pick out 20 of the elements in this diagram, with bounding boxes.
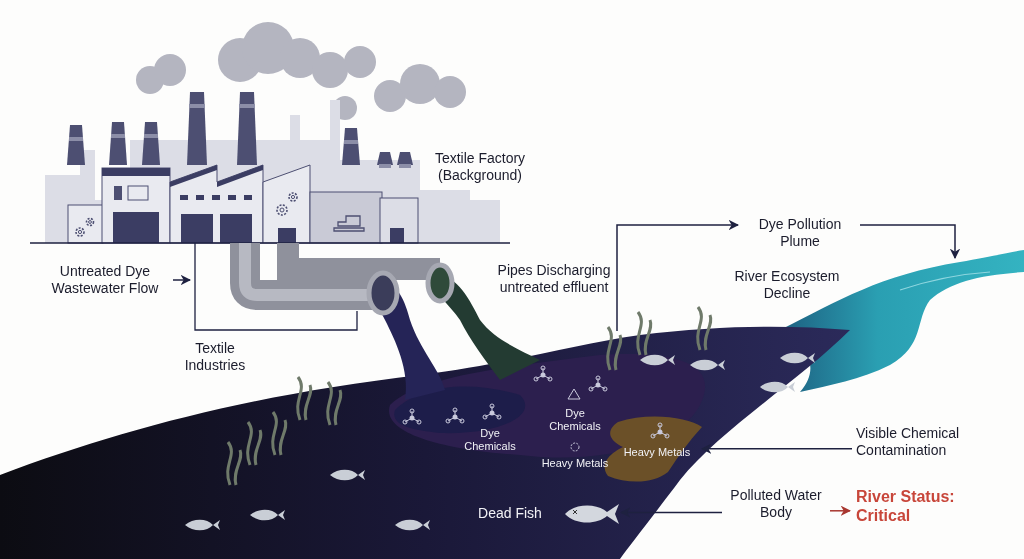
text-label: Pipes Discharging untreated effluent: [496, 262, 612, 296]
overlay-label: Dye Chemicals: [548, 407, 602, 433]
text-label: Textile Factory (Background): [433, 150, 527, 184]
arrow: [859, 224, 961, 260]
callout-label: Polluted Water Body: [726, 487, 826, 521]
overlay-label: Heavy Metals: [540, 457, 610, 470]
arrow: [616, 219, 740, 332]
arrow: [829, 505, 852, 517]
arrow: [619, 507, 723, 518]
overlay-label: Heavy Metals: [622, 446, 692, 459]
caption-label: Textile Industries: [183, 340, 247, 374]
status-label: River Status: Critical: [856, 487, 966, 525]
text-label: River Ecosystem Decline: [733, 268, 841, 302]
caption-label: Dead Fish: [477, 505, 543, 522]
overlay-label: Dye Chemicals: [463, 427, 517, 453]
callout-label: Visible Chemical Contamination: [856, 425, 986, 459]
arrow: [700, 443, 853, 455]
callout-label: Dye Pollution Plume: [742, 216, 858, 250]
callout-label: Untreated Dye Wastewater Flow: [40, 263, 170, 297]
arrow: [172, 274, 192, 286]
